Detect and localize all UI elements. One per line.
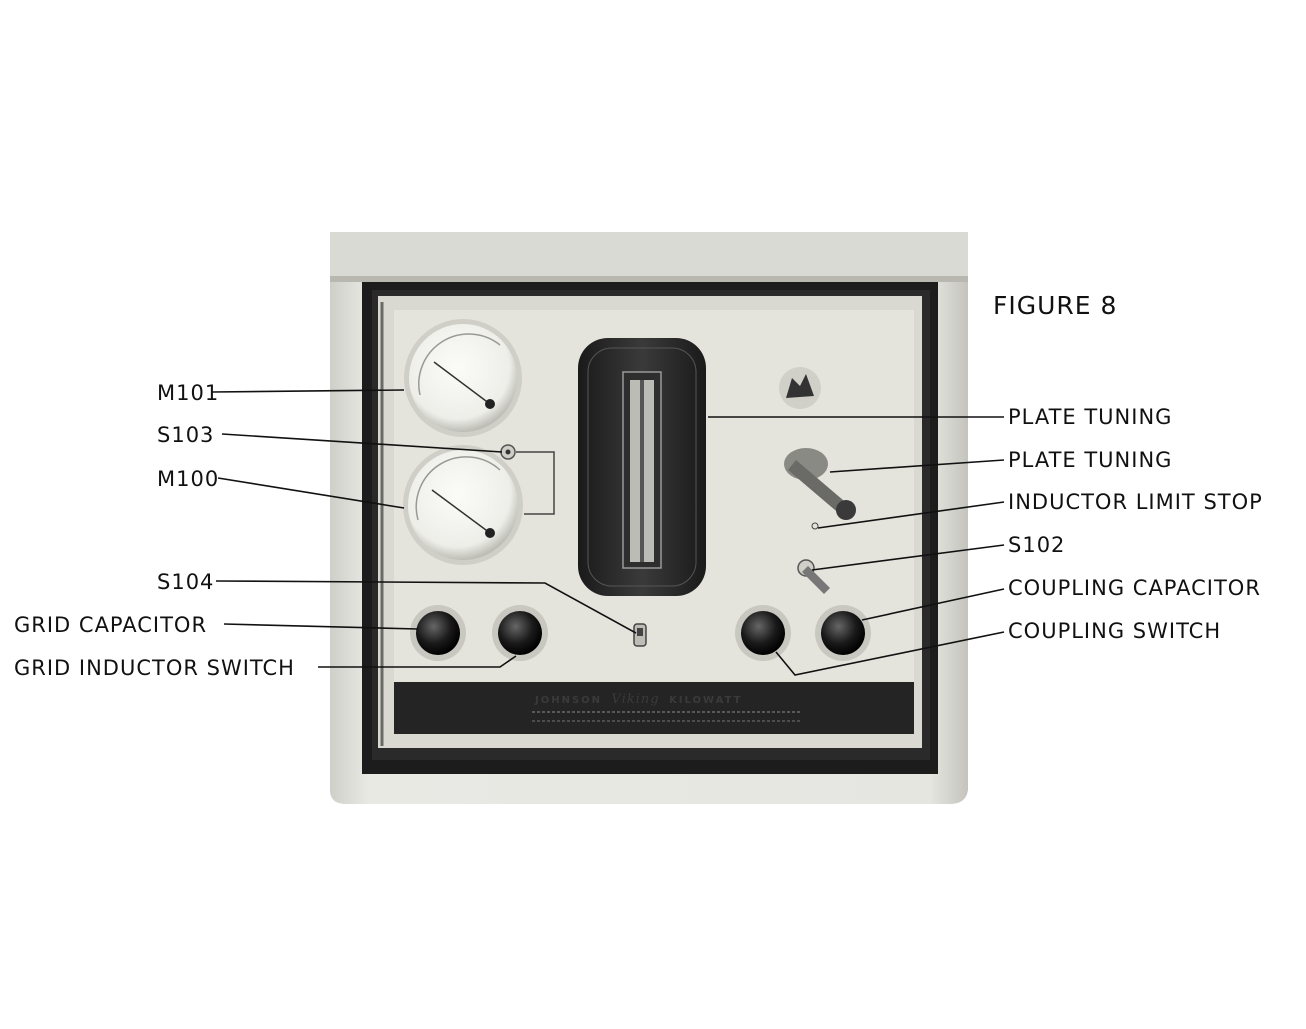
callout-coupling-switch: COUPLING SWITCH: [1008, 619, 1222, 643]
nameplate-brand: JOHNSON Viking KILOWATT: [535, 692, 742, 707]
inductor-limit-stop: [811, 522, 819, 530]
coupling-capacitor-knob[interactable]: [815, 605, 871, 661]
leader-plate-tuning-2: [829, 459, 1005, 473]
leader-grid-inductor-switch: [318, 655, 517, 668]
grid-inductor-switch-knob[interactable]: [492, 605, 548, 661]
meter-m101: [404, 319, 522, 437]
callout-m101: M101: [157, 381, 220, 405]
figure-title: FIGURE 8: [993, 291, 1118, 320]
meter-switch-bracket: [516, 451, 555, 515]
leader-coupling-switch: [775, 631, 1005, 676]
switch-s103[interactable]: [500, 444, 516, 460]
leader-s104: [215, 580, 637, 634]
plate-tuning-crank[interactable]: [784, 448, 856, 520]
leader-m100: [217, 477, 405, 509]
callout-plate-tuning-dial: PLATE TUNING: [1008, 405, 1173, 429]
grid-capacitor-knob[interactable]: [410, 605, 466, 661]
nameplate-brand-right: KILOWATT: [669, 695, 743, 706]
callout-grid-inductor-switch: GRID INDUCTOR SWITCH: [14, 656, 295, 680]
leader-s102: [811, 544, 1005, 571]
callout-plate-tuning-crank: PLATE TUNING: [1008, 448, 1173, 472]
leader-inductor-limit-stop: [817, 501, 1005, 529]
leader-m101: [211, 389, 405, 393]
callout-m100: M100: [157, 467, 220, 491]
leader-s103: [221, 433, 503, 453]
nameplate-brand-left: JOHNSON: [535, 695, 603, 706]
callout-s102: S102: [1008, 533, 1066, 557]
leader-lines: [211, 389, 1005, 676]
leader-coupling-capacitor: [861, 588, 1005, 621]
callout-inductor-limit-stop: INDUCTOR LIMIT STOP: [1008, 490, 1263, 514]
plate-tuning-dial[interactable]: [578, 338, 706, 596]
coupling-switch-knob[interactable]: [735, 605, 791, 661]
leader-grid-capacitor: [223, 623, 419, 630]
nameplate-brand-script: Viking: [611, 692, 660, 707]
switch-s102[interactable]: [797, 559, 830, 594]
callout-coupling-capacitor: COUPLING CAPACITOR: [1008, 576, 1261, 600]
callout-grid-capacitor: GRID CAPACITOR: [14, 613, 208, 637]
callout-s103: S103: [157, 423, 215, 447]
meter-m100: [403, 445, 523, 565]
callout-s104: S104: [157, 570, 215, 594]
manufacturer-logo: [779, 367, 821, 409]
toggle-s104[interactable]: [633, 623, 647, 647]
